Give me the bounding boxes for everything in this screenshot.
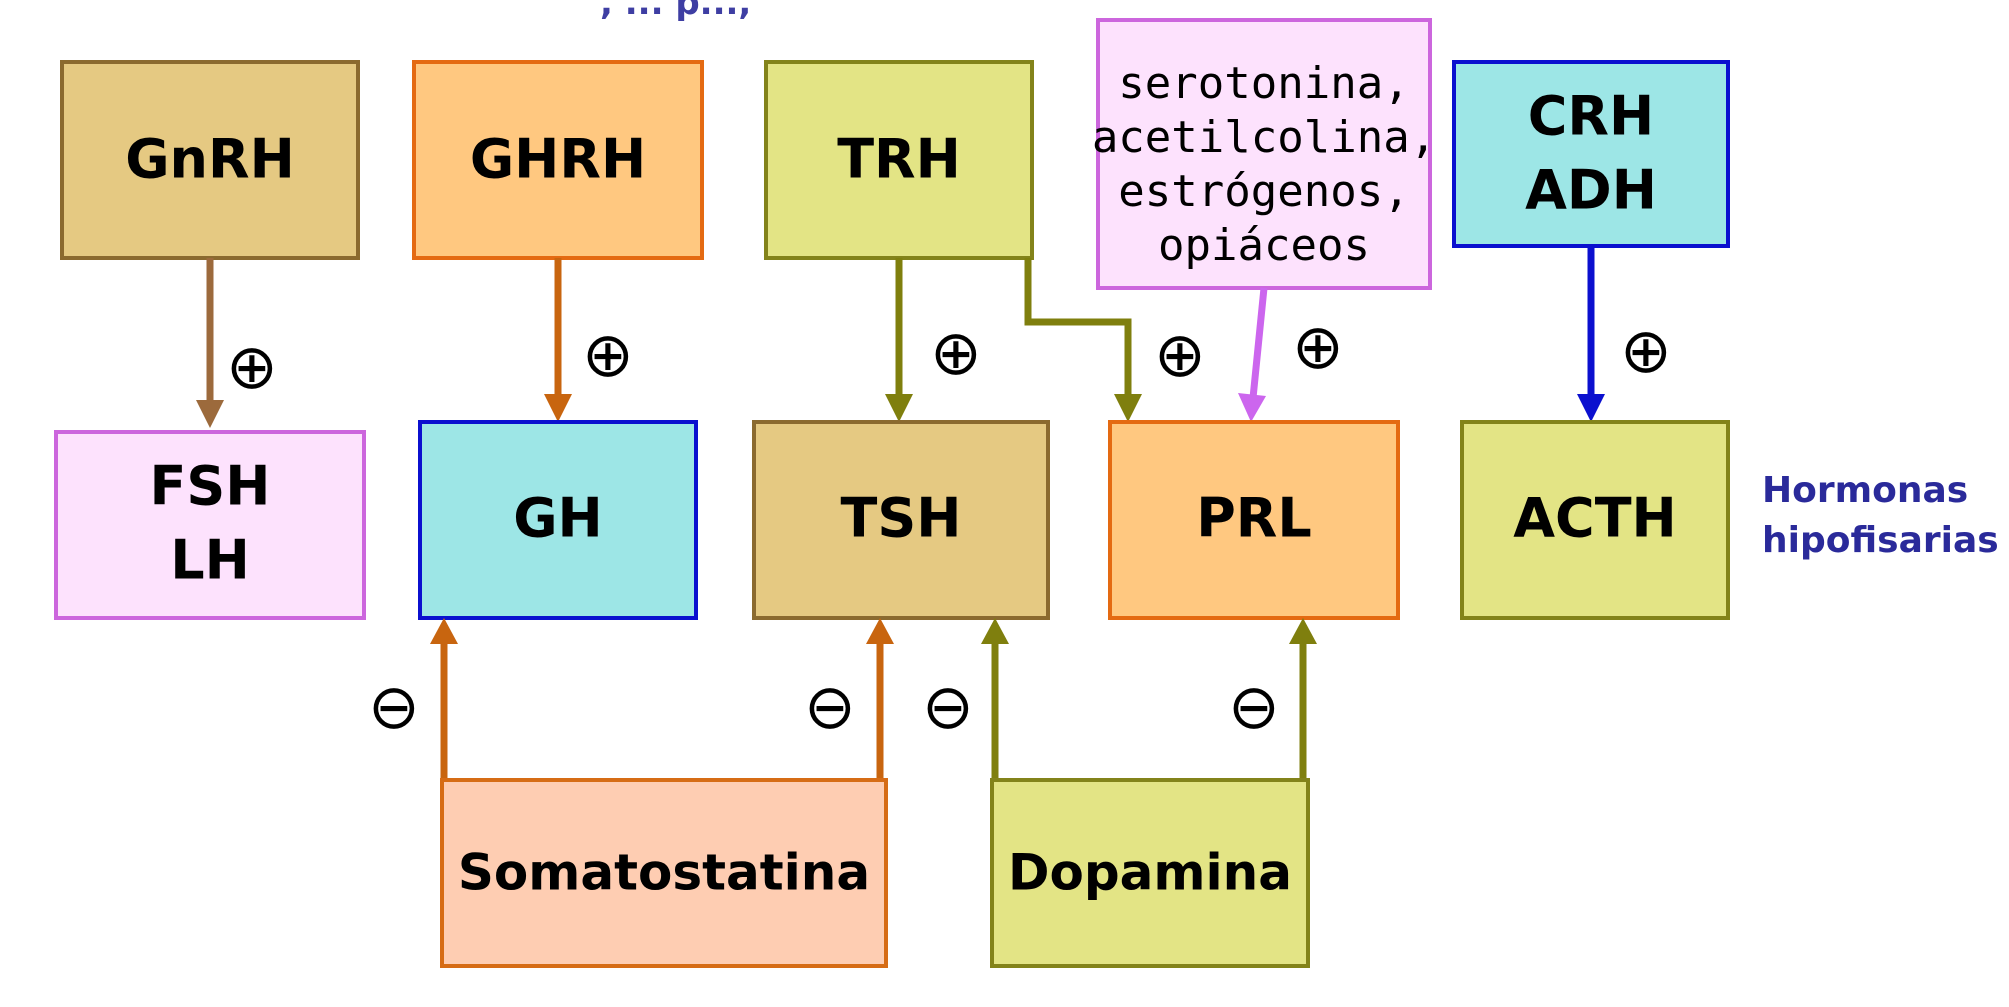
somatostatina-to-gh-arrow <box>430 618 458 780</box>
inhibition-sign-tsh-somatostatina: ⊖ <box>804 670 856 743</box>
gh-box: GH <box>418 420 698 620</box>
gnrh-box: GnRH <box>60 60 360 260</box>
gh-label: GH <box>513 487 603 550</box>
stimulation-sign-acth: ⊕ <box>1620 314 1672 387</box>
trh-to-prl-arrow <box>1024 258 1142 422</box>
gnrh-label: GnRH <box>125 128 295 191</box>
somatostatina-box: Somatostatina <box>440 778 888 968</box>
crh-label: CRH <box>1528 85 1654 148</box>
fsh-label: FSH <box>150 455 271 518</box>
prl-label: PRL <box>1196 487 1312 550</box>
stimulation-sign-fsh: ⊕ <box>226 330 278 403</box>
acth-box: ACTH <box>1460 420 1730 620</box>
ghrh-box: GHRH <box>412 60 704 260</box>
stimulator-opiaceos: opiáceos <box>1158 220 1370 271</box>
somatostatina-to-tsh-arrow <box>866 618 894 780</box>
crh-to-acth-arrow <box>1577 246 1605 422</box>
side-label-line2: hipofisarias <box>1762 520 1999 561</box>
stimulator-acetilcolina: acetilcolina, <box>1092 112 1436 163</box>
ghrh-label: GHRH <box>470 128 646 191</box>
stimulation-sign-prl-stimulators: ⊕ <box>1292 310 1344 383</box>
cropped-title-fragment: , ... p..., <box>600 0 751 23</box>
lh-label: LH <box>170 529 250 592</box>
adh-label: ADH <box>1525 159 1657 222</box>
stimulation-sign-gh: ⊕ <box>582 318 634 391</box>
stimulator-serotonina: serotonina, <box>1118 58 1409 109</box>
inhibition-sign-gh: ⊖ <box>368 670 420 743</box>
gnrh-to-fsh-arrow <box>196 258 224 428</box>
inhibition-sign-prl: ⊖ <box>1228 670 1280 743</box>
stimulator-estrogenos: estrógenos, <box>1118 166 1409 217</box>
stimulation-sign-prl-trh: ⊕ <box>1154 318 1206 391</box>
stimulation-sign-tsh: ⊕ <box>930 316 982 389</box>
acth-label: ACTH <box>1513 487 1676 550</box>
stimulators-to-prl-arrow <box>1238 287 1268 422</box>
side-label-line1: Hormonas <box>1762 470 1968 511</box>
dopamina-to-prl-arrow <box>1289 618 1317 780</box>
tsh-box: TSH <box>752 420 1050 620</box>
trh-to-tsh-arrow <box>885 258 913 422</box>
trh-box: TRH <box>764 60 1034 260</box>
stimulators-box: serotonina, acetilcolina, estrógenos, op… <box>1092 18 1436 290</box>
crh-adh-box: CRH ADH <box>1452 60 1730 248</box>
somatostatina-label: Somatostatina <box>458 844 870 902</box>
dopamina-label: Dopamina <box>1008 844 1292 902</box>
dopamina-to-tsh-arrow <box>981 618 1009 780</box>
ghrh-to-gh-arrow <box>544 258 572 422</box>
dopamina-box: Dopamina <box>990 778 1310 968</box>
tsh-label: TSH <box>841 487 962 550</box>
prl-box: PRL <box>1108 420 1400 620</box>
trh-label: TRH <box>837 128 961 191</box>
inhibition-sign-tsh-dopamina: ⊖ <box>922 670 974 743</box>
fsh-lh-box: FSH LH <box>54 430 366 620</box>
